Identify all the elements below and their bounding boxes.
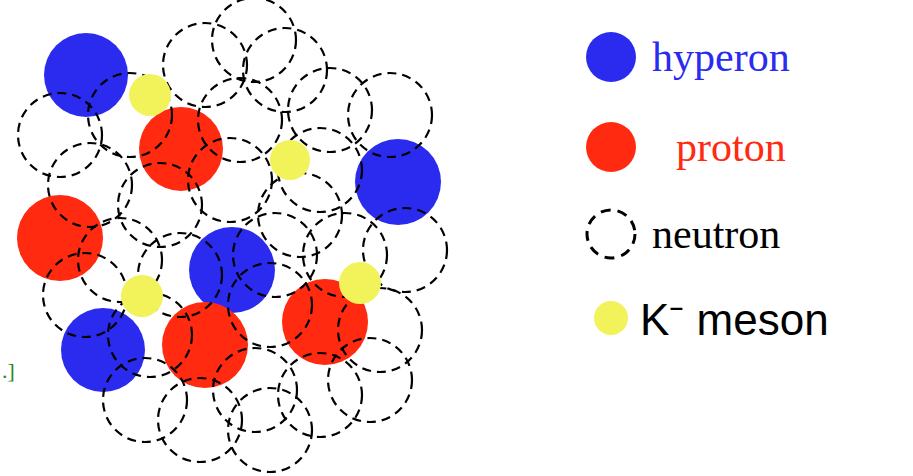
legend-swatch bbox=[586, 32, 636, 82]
legend-text: hyperon bbox=[652, 33, 790, 81]
legend-swatch bbox=[594, 301, 628, 335]
note-label: .] bbox=[2, 358, 15, 384]
hyperon-circles bbox=[44, 33, 441, 392]
legend-dashed-swatch bbox=[585, 208, 637, 260]
legend-text: neutron bbox=[652, 210, 780, 258]
k-meson-dots bbox=[121, 74, 381, 317]
legend-text: proton bbox=[676, 123, 786, 171]
neutron-circles bbox=[18, 0, 447, 472]
legend-text: K⁻ meson bbox=[640, 288, 829, 348]
legend-swatch bbox=[586, 122, 636, 172]
